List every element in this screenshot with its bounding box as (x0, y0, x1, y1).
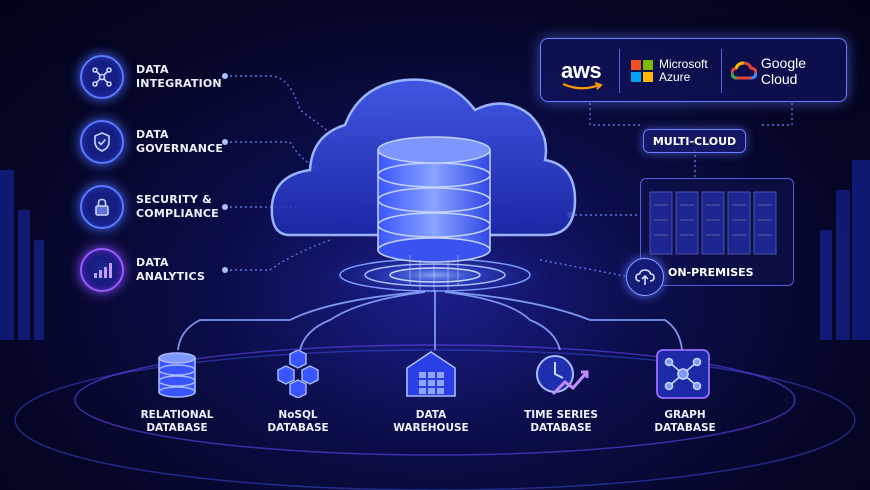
on-premises-panel (640, 178, 794, 286)
graph-nodes-icon (656, 349, 710, 399)
cloud-providers-panel: aws Microsoft Azure Google Cloud (540, 38, 847, 102)
aws-smile-icon (562, 82, 603, 90)
cloud-upload-icon (626, 258, 664, 296)
warehouse-icon (406, 351, 456, 397)
feature-security-compliance: SECURITY & COMPLIANCE (80, 185, 236, 229)
clock-trend-icon (536, 355, 589, 396)
bar-chart-icon (80, 248, 124, 292)
provider-separator (619, 49, 620, 93)
database-stack-icon (158, 352, 196, 398)
database-type-label: NoSQL DATABASE (267, 409, 329, 434)
google-cloud-icon (731, 61, 757, 80)
aws-logo: aws (561, 39, 603, 103)
multi-cloud-badge: MULTI-CLOUD (643, 129, 746, 153)
shield-check-icon (80, 120, 124, 164)
network-nodes-icon (80, 55, 124, 99)
database-type-label: TIME SERIES DATABASE (524, 409, 598, 434)
microsoft-logo-icon (631, 60, 653, 82)
on-premises-label: ON-PREMISES (668, 266, 754, 279)
google-cloud-logo: Google Cloud (731, 39, 846, 103)
feature-label: DATA GOVERNANCE (136, 128, 224, 155)
feature-data-integration: DATA INTEGRATION (80, 55, 236, 99)
database-type-label: DATA WAREHOUSE (393, 409, 469, 434)
azure-logo: Microsoft Azure (631, 39, 708, 103)
database-type-label: GRAPH DATABASE (654, 409, 716, 434)
provider-separator (721, 49, 722, 93)
feature-label: DATA ANALYTICS (136, 256, 206, 283)
azure-label: Microsoft Azure (659, 57, 708, 84)
feature-data-analytics: DATA ANALYTICS (80, 248, 236, 292)
feature-label: DATA INTEGRATION (136, 63, 222, 90)
aws-label: aws (561, 58, 602, 83)
lock-icon (80, 185, 124, 229)
google-cloud-label: Google Cloud (760, 55, 807, 87)
feature-label: SECURITY & COMPLIANCE (136, 193, 219, 220)
feature-data-governance: DATA GOVERNANCE (80, 120, 236, 164)
cubes-icon (277, 350, 319, 398)
database-type-label: RELATIONAL DATABASE (140, 409, 214, 434)
